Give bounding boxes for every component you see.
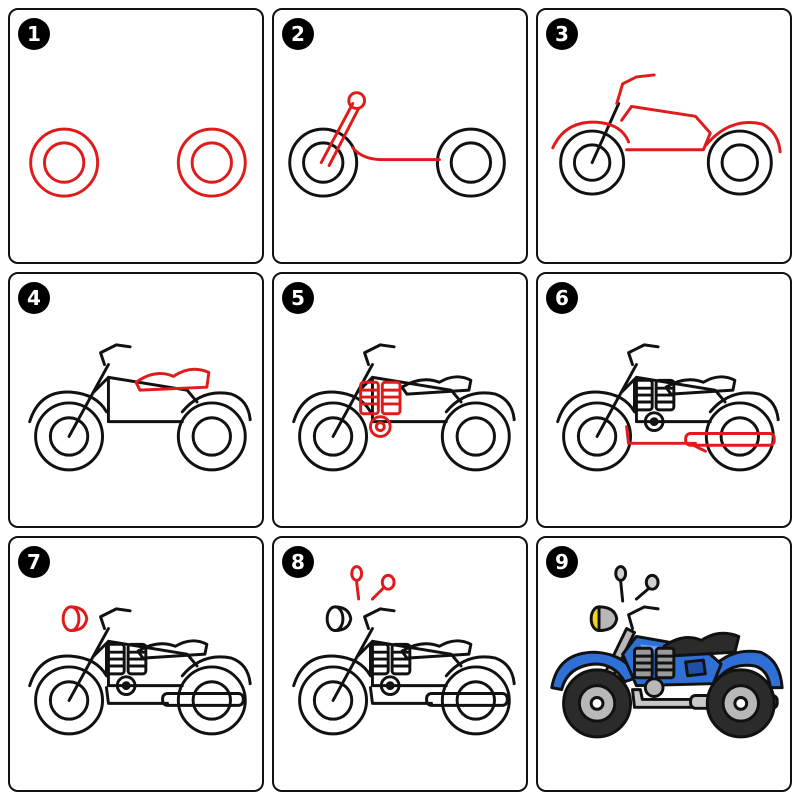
step-number-badge: 9 bbox=[546, 546, 578, 578]
step-panel-8: 8 bbox=[272, 536, 528, 792]
step-5-drawing bbox=[292, 343, 516, 472]
step-number-badge: 8 bbox=[282, 546, 314, 578]
step-2-drawing bbox=[288, 91, 506, 198]
step-8-drawing bbox=[292, 565, 516, 736]
step-number-badge: 4 bbox=[18, 282, 50, 314]
step-panel-4: 4 bbox=[8, 272, 264, 528]
step-panel-1: 1 bbox=[8, 8, 264, 264]
step-1-drawing bbox=[29, 127, 247, 198]
step-panel-9: 9 bbox=[536, 536, 792, 792]
step-panel-6: 6 bbox=[536, 272, 792, 528]
step-3-drawing bbox=[551, 73, 782, 196]
step-number-badge: 6 bbox=[546, 282, 578, 314]
step-number-badge: 3 bbox=[546, 18, 578, 50]
step-panel-3: 3 bbox=[536, 8, 792, 264]
step-number-badge: 5 bbox=[282, 282, 314, 314]
step-6-drawing bbox=[556, 343, 780, 472]
steps-grid: 1 2 3 4 bbox=[8, 8, 792, 792]
step-4-drawing bbox=[28, 343, 252, 472]
step-number-badge: 7 bbox=[18, 546, 50, 578]
step-number-badge: 2 bbox=[282, 18, 314, 50]
step-panel-5: 5 bbox=[272, 272, 528, 528]
step-9-drawing bbox=[550, 565, 784, 739]
step-number-badge: 1 bbox=[18, 18, 50, 50]
step-panel-2: 2 bbox=[272, 8, 528, 264]
step-panel-7: 7 bbox=[8, 536, 264, 792]
step-7-drawing bbox=[28, 605, 252, 736]
